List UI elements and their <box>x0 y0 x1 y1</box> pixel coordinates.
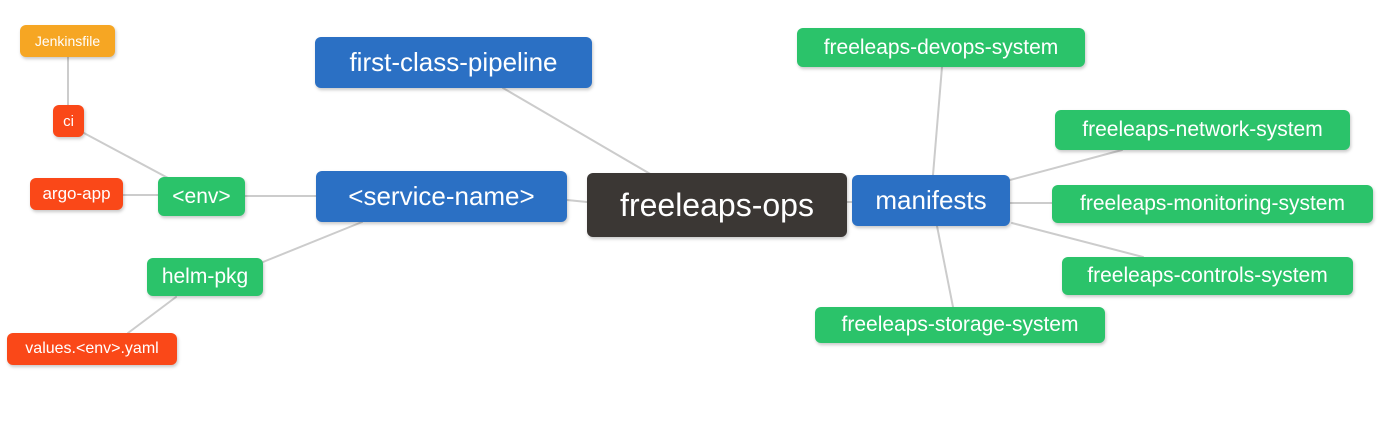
edge-manifests-freeleaps-storage-system <box>936 225 954 308</box>
node-label: freeleaps-network-system <box>1082 118 1323 141</box>
mindmap-node-freeleaps-monitoring-system[interactable]: freeleaps-monitoring-system <box>1052 185 1373 223</box>
mindmap-node-values-env-yaml[interactable]: values.<env>.yaml <box>7 333 177 365</box>
node-label: argo-app <box>42 184 111 203</box>
node-label: helm-pkg <box>161 265 249 288</box>
edge-manifests-freeleaps-controls-system <box>1011 222 1144 258</box>
node-label: freeleaps-ops <box>620 186 814 223</box>
node-label: <service-name> <box>348 181 535 211</box>
node-label: freeleaps-controls-system <box>1087 264 1328 287</box>
mindmap-node-env[interactable]: <env> <box>158 177 245 216</box>
mindmap-node-ci[interactable]: ci <box>53 105 84 137</box>
node-label: Jenkinsfile <box>34 33 101 49</box>
mindmap-node-jenkinsfile[interactable]: Jenkinsfile <box>20 25 115 57</box>
node-label: values.<env>.yaml <box>25 340 159 357</box>
mindmap-node-freeleaps-devops-system[interactable]: freeleaps-devops-system <box>797 28 1085 67</box>
mindmap-node-service-name[interactable]: <service-name> <box>316 171 567 222</box>
node-label: freeleaps-storage-system <box>841 313 1079 336</box>
edge-first-class-pipeline-freeleaps-ops <box>502 87 653 176</box>
edge-values-env-yaml-helm-pkg <box>127 296 177 334</box>
mindmap-node-manifests[interactable]: manifests <box>852 175 1010 226</box>
edge-manifests-freeleaps-network-system <box>1009 149 1123 181</box>
mindmap-node-freeleaps-storage-system[interactable]: freeleaps-storage-system <box>815 307 1105 343</box>
node-label: <env> <box>172 184 231 208</box>
node-label: first-class-pipeline <box>349 47 558 77</box>
edge-helm-pkg-service-name <box>262 221 363 263</box>
mindmap-node-freeleaps-network-system[interactable]: freeleaps-network-system <box>1055 110 1350 150</box>
node-label: manifests <box>875 185 987 215</box>
node-label: ci <box>63 112 74 130</box>
mindmap-node-helm-pkg[interactable]: helm-pkg <box>147 258 263 296</box>
mindmap-node-freeleaps-ops[interactable]: freeleaps-ops <box>587 173 847 237</box>
edge-ci-env <box>81 131 169 179</box>
edge-service-name-freeleaps-ops <box>566 199 588 203</box>
node-label: freeleaps-monitoring-system <box>1080 192 1345 215</box>
mindmap-node-argo-app[interactable]: argo-app <box>30 178 123 210</box>
node-label: freeleaps-devops-system <box>823 35 1059 59</box>
edge-manifests-freeleaps-devops-system <box>932 66 943 176</box>
mindmap-node-first-class-pipeline[interactable]: first-class-pipeline <box>315 37 592 88</box>
mindmap-node-freeleaps-controls-system[interactable]: freeleaps-controls-system <box>1062 257 1353 295</box>
